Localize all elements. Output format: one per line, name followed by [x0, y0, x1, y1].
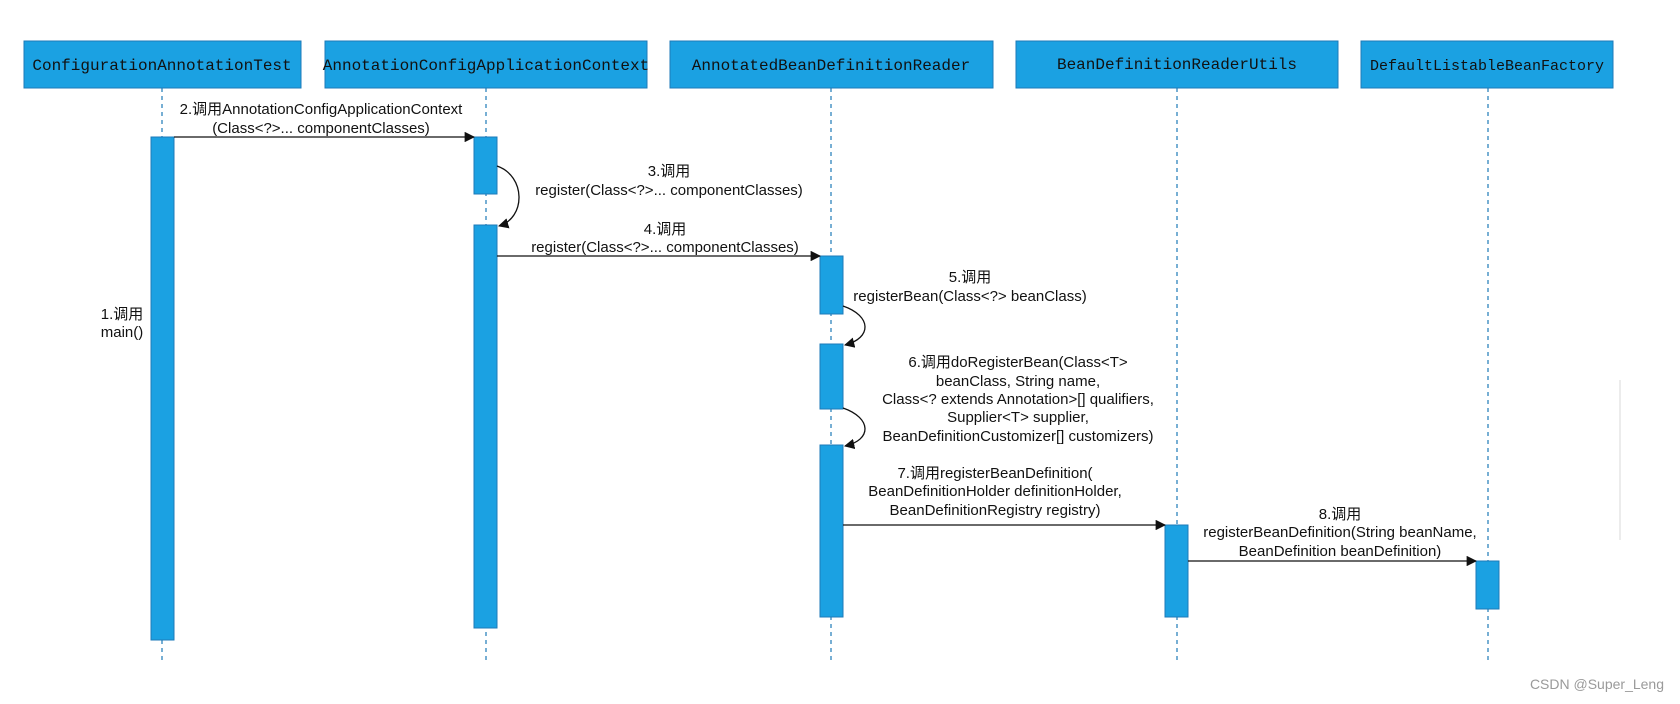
arrow-5	[842, 305, 866, 348]
message-5-line-1: 5.调用	[949, 269, 992, 286]
lifeline-header-reader: AnnotatedBeanDefinitionReader	[669, 40, 994, 89]
message-arrows	[174, 131, 1478, 567]
lifeline-label-utils: BeanDefinitionReaderUtils	[1057, 56, 1297, 74]
message-5-label: 5.调用 registerBean(Class<?> beanClass)	[853, 269, 1086, 305]
message-3-line-1: 3.调用	[648, 163, 691, 180]
activation-bar-reader-3	[819, 444, 844, 618]
activation-bar-reader-2	[819, 343, 844, 410]
message-1-line-1: 1.调用	[101, 306, 144, 323]
message-2-label: 2.调用AnnotationConfigApplicationContext (C…	[180, 101, 464, 137]
lifeline-header-utils: BeanDefinitionReaderUtils	[1015, 40, 1339, 89]
lifeline-label-context: AnnotationConfigApplicationContext	[323, 57, 649, 75]
activation-bar-reader-1	[819, 255, 844, 315]
activation-bar-utils	[1164, 524, 1189, 618]
activation-bars	[150, 136, 1500, 641]
watermark: CSDN @Super_Leng	[1529, 676, 1664, 692]
svg-text:8.调用registerBeanDefinition(Str: 8.调用registerBeanDefinition(String beanNa…	[1203, 506, 1476, 560]
message-8-line-2: registerBeanDefinition(String beanName,	[1203, 524, 1476, 541]
activation-bar-context-2	[473, 224, 498, 629]
svg-text:5.调用registerBean(Class<?> bean: 5.调用 registerBean(Class<?> beanClass)	[853, 269, 1086, 305]
message-6-line-2: beanClass, String name,	[936, 373, 1100, 390]
message-8-line-1: 8.调用	[1319, 506, 1362, 523]
activation-bar-context-1	[473, 136, 498, 195]
message-6-line-3: Class<? extends Annotation>[] qualifiers…	[882, 391, 1154, 408]
message-2-line-2: (Class<?>... componentClasses)	[212, 120, 430, 137]
message-2-line-1: 2.调用AnnotationConfigApplicationContext	[180, 101, 464, 118]
lifeline-header-test: ConfigurationAnnotationTest	[23, 40, 302, 89]
message-7-label: 7.调用registerBeanDefinition(BeanDefinitio…	[868, 465, 1122, 519]
message-6-line-1: 6.调用doRegisterBean(Class<T>	[908, 354, 1128, 371]
message-7-line-1: 7.调用registerBeanDefinition(	[897, 465, 1092, 482]
svg-text:7.调用registerBeanDefinition(Bea: 7.调用registerBeanDefinition(BeanDefinitio…	[868, 465, 1122, 519]
message-8-line-3: BeanDefinition beanDefinition)	[1239, 543, 1442, 560]
lifeline-header-context: AnnotationConfigApplicationContext	[323, 40, 649, 89]
svg-text:6.调用doRegisterBean(Class<T>bea: 6.调用doRegisterBean(Class<T> beanClass, St…	[882, 354, 1154, 445]
message-3-line-2: register(Class<?>... componentClasses)	[535, 182, 803, 199]
svg-text:2.调用AnnotationConfigApplicatio: 2.调用AnnotationConfigApplicationContext (C…	[180, 101, 464, 137]
message-3-label: 3.调用 register(Class<?>... componentClasse…	[535, 163, 803, 199]
arrow-6	[842, 407, 866, 450]
message-4-line-1: 4.调用	[644, 221, 687, 238]
lifeline-label-factory: DefaultListableBeanFactory	[1370, 58, 1604, 75]
message-7-line-2: BeanDefinitionHolder definitionHolder,	[868, 483, 1122, 500]
lifeline-label-test: ConfigurationAnnotationTest	[32, 57, 291, 75]
svg-text:3.调用register(Class<?>... compo: 3.调用 register(Class<?>... componentClasse…	[535, 163, 803, 199]
message-7-line-3: BeanDefinitionRegistry registry)	[890, 502, 1101, 519]
message-6-line-5: BeanDefinitionCustomizer[] customizers)	[883, 428, 1154, 445]
message-5-line-2: registerBean(Class<?> beanClass)	[853, 288, 1086, 305]
lifeline-headers: ConfigurationAnnotationTest AnnotationCo…	[23, 40, 1614, 89]
arrow-3	[496, 165, 520, 229]
message-1-line-2: main()	[101, 324, 144, 341]
activation-bar-factory	[1475, 560, 1500, 610]
message-4-line-2: register(Class<?>... componentClasses)	[531, 239, 799, 256]
lifeline-header-factory: DefaultListableBeanFactory	[1360, 40, 1614, 89]
message-6-label: 6.调用doRegisterBean(Class<T> beanClass, St…	[882, 354, 1154, 445]
svg-text:4.调用register(Class<?>... compo: 4.调用register(Class<?>... componentClasse…	[531, 221, 799, 256]
activation-bar-test	[150, 136, 175, 641]
lifeline-label-reader: AnnotatedBeanDefinitionReader	[692, 57, 970, 75]
message-6-line-4: Supplier<T> supplier,	[947, 409, 1089, 426]
